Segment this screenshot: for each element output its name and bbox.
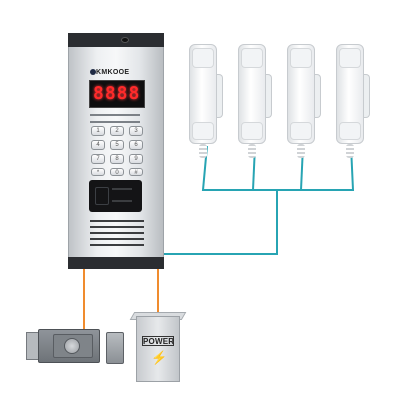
speaker-grille [90, 232, 144, 234]
key-6[interactable]: 6 [129, 140, 143, 150]
coiled-cord [248, 144, 256, 158]
speaker-grille [90, 226, 144, 228]
key-1[interactable]: 1 [91, 126, 105, 136]
intercom-handset-4[interactable] [336, 44, 370, 158]
mouthpiece [339, 122, 361, 140]
earpiece [192, 48, 214, 68]
coiled-cord [199, 144, 207, 158]
card-icon [95, 187, 109, 205]
mouthpiece [290, 122, 312, 140]
door-entry-panel [68, 33, 164, 269]
bus-wire-1 [201, 145, 355, 191]
key-0[interactable]: 0 [110, 168, 124, 176]
brand-logo: KMKOOE [96, 69, 130, 76]
handset-cradle [364, 74, 370, 118]
info-line [90, 121, 140, 123]
earpiece [241, 48, 263, 68]
speaker-grille [90, 238, 144, 240]
handset-cradle [217, 74, 223, 118]
handset-cradle [315, 74, 321, 118]
speaker-grille [90, 220, 144, 222]
coiled-cord [297, 144, 305, 158]
speaker-grille [90, 244, 144, 246]
lock-strike-plate [106, 332, 124, 364]
key-5[interactable]: 5 [110, 140, 124, 150]
coiled-cord [346, 144, 354, 158]
key-9[interactable]: 9 [129, 154, 143, 164]
panel-bottom-cap [68, 257, 164, 269]
lightning-bolt-icon: ⚡ [151, 350, 168, 365]
earpiece [339, 48, 361, 68]
led-display [89, 80, 145, 108]
key-8[interactable]: 8 [110, 154, 124, 164]
key-hash[interactable]: # [129, 168, 143, 176]
intercom-handset-3[interactable] [287, 44, 321, 158]
key-2[interactable]: 2 [110, 126, 124, 136]
earpiece [290, 48, 312, 68]
rfid-waves-icon [112, 188, 132, 202]
camera-icon [122, 38, 128, 42]
key-7[interactable]: 7 [91, 154, 105, 164]
power-label: POWER [142, 336, 175, 346]
keyhole-icon [64, 338, 80, 354]
intercom-handset-2[interactable] [238, 44, 272, 158]
key-star[interactable]: * [91, 168, 105, 176]
panel-top-cap [68, 33, 164, 47]
intercom-handset-1[interactable] [189, 44, 223, 158]
power-supply-box [136, 316, 180, 382]
handset-cradle [266, 74, 272, 118]
lock-face [53, 334, 93, 358]
brand-logo-icon [90, 69, 96, 75]
card-reader[interactable] [89, 180, 142, 212]
bus-wire-trunk [164, 190, 278, 255]
key-3[interactable]: 3 [129, 126, 143, 136]
display-digits: 8888 [93, 83, 141, 104]
key-4[interactable]: 4 [91, 140, 105, 150]
mouthpiece [241, 122, 263, 140]
info-line [90, 114, 140, 116]
mouthpiece [192, 122, 214, 140]
